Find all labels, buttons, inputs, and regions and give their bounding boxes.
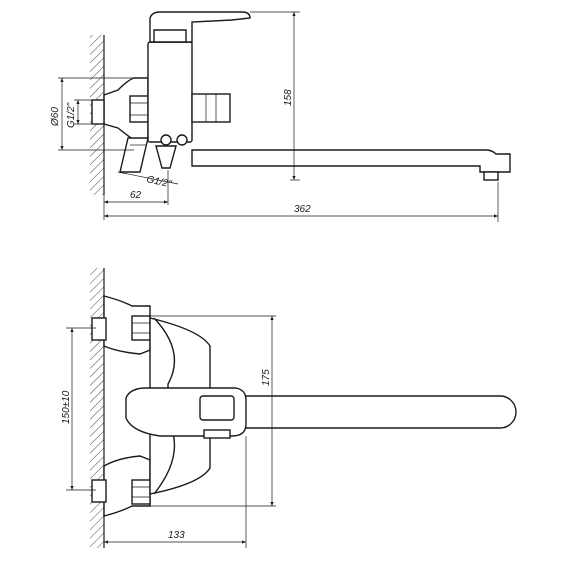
dim-total-length: 362 <box>294 204 311 215</box>
spout-side <box>191 149 511 181</box>
top-view: 150±10 175 133 <box>61 268 517 548</box>
wall-top <box>90 268 105 548</box>
dims-side <box>58 11 499 222</box>
side-view: Ø60 G1/2" 158 G1/2" 62 362 <box>50 11 511 222</box>
spout-top <box>159 395 517 429</box>
dims-top <box>66 315 276 548</box>
dim-centers: 150±10 <box>61 390 72 424</box>
eccentric-lower <box>91 455 151 517</box>
dim-height-side: 158 <box>283 89 294 106</box>
eccentric-upper <box>91 295 151 355</box>
dim-depth: 133 <box>168 530 185 541</box>
mixer-body-side <box>147 11 251 169</box>
eccentric-side <box>91 77 149 141</box>
dim-thread-angled: G1/2" <box>145 174 172 190</box>
dim-thread-vertical: G1/2" <box>66 102 77 128</box>
handle-top <box>125 387 247 439</box>
dim-diameter: Ø60 <box>50 107 61 127</box>
dim-offset: 62 <box>130 190 142 201</box>
angled-fitting <box>119 137 149 173</box>
dim-height-top: 175 <box>261 369 272 386</box>
